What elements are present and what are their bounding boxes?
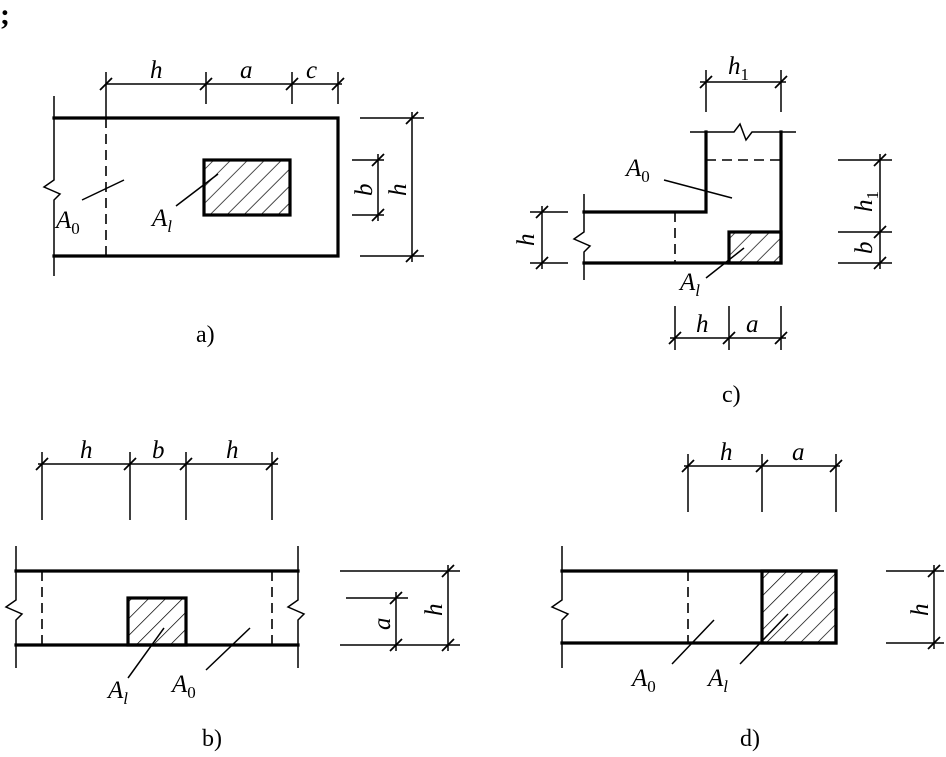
figure-c: h1 h h a <box>513 53 892 408</box>
figure-a-caption: a) <box>196 322 215 348</box>
figure-c-dim-h1: h1 <box>728 53 749 84</box>
figure-c-caption: c) <box>722 382 741 408</box>
figure-d-dim-a: a <box>792 439 805 466</box>
figure-b-left-break-line <box>4 546 24 668</box>
figure-d-dim-h: h <box>720 439 733 466</box>
figure-a-dim-a: a <box>240 57 253 84</box>
figure-c-top-break-line <box>690 122 796 142</box>
figure-b-dim-h-side: h <box>421 604 448 617</box>
figure-a-leader-a0 <box>81 179 125 201</box>
figure-c-bottom-dimension <box>668 306 788 350</box>
figure-c-dim-h1-right: h1 <box>851 191 882 212</box>
figure-b-label-al: Al <box>106 677 128 708</box>
corner-mark: ; <box>0 0 10 31</box>
figure-b-leader-al <box>127 627 165 679</box>
figure-b-leader-a0 <box>205 627 251 671</box>
figure-a-label-al: Al <box>150 205 172 236</box>
figure-b-label-a0: A0 <box>170 671 196 702</box>
figure-a-bearing-area <box>202 158 292 217</box>
figure-a-member-outline <box>52 116 340 258</box>
figure-c-dim-a-bottom: a <box>746 311 759 338</box>
figure-a-right-dimension <box>352 111 424 263</box>
figure-d-label-a0: A0 <box>630 665 656 696</box>
figure-a-dim-b: b <box>351 184 378 197</box>
figure-b-dim-b: b <box>152 437 165 464</box>
figure-d-break-line <box>550 546 570 668</box>
figure-b-dim-h-left: h <box>80 437 93 464</box>
figure-a-leader-al <box>175 173 219 207</box>
figure-d-bearing-area <box>760 569 838 645</box>
figure-a-label-a0: A0 <box>54 207 80 238</box>
figure-b-right-break-line <box>286 546 306 668</box>
figure-c-right-dimension <box>838 153 892 270</box>
figure-d-leader-al <box>739 613 789 665</box>
figure-b-caption: b) <box>202 726 222 752</box>
figure-c-dim-h-left: h <box>513 234 540 247</box>
figure-b-dim-h-right: h <box>226 437 239 464</box>
figure-a-dim-c: c <box>306 57 317 84</box>
figure-c-left-break-line <box>572 194 592 280</box>
figure-b-dim-a: a <box>369 618 396 631</box>
figure-c-leader-al <box>705 247 745 279</box>
figure-b-right-dimension <box>340 564 460 652</box>
figure-d-caption: d) <box>740 726 760 752</box>
figure-b: h b h a h Al A0 b) <box>4 437 460 752</box>
figure-c-label-a0: A0 <box>624 155 650 186</box>
figure-d-dim-h-right: h <box>907 604 934 617</box>
figure-c-label-al: Al <box>678 269 700 300</box>
figure-c-dim-h-bottom: h <box>696 311 709 338</box>
figure-d-label-al: Al <box>706 665 728 696</box>
figure-d-top-dimension <box>681 454 843 512</box>
figure-d-leader-a0 <box>671 619 715 665</box>
figure-a-break-line <box>42 96 62 276</box>
figure-c-top-dimension <box>699 70 788 112</box>
figure-a-dim-h-right: h <box>385 184 412 197</box>
figure-a-dim-h: h <box>150 57 163 84</box>
figure-c-leader-a0 <box>663 179 733 199</box>
figure-b-top-dimension <box>35 452 279 520</box>
figure-a-top-dimension <box>99 72 345 118</box>
figure-c-dim-b-right: b <box>851 242 878 255</box>
figure-c-bearing-area <box>727 230 783 265</box>
figure-a: h a c b h A0 Al a) <box>42 57 424 348</box>
figure-d: h a h A0 Al d) <box>550 439 944 752</box>
figure-d-right-dimension <box>886 564 944 650</box>
figure-c-left-dimension <box>530 205 568 270</box>
